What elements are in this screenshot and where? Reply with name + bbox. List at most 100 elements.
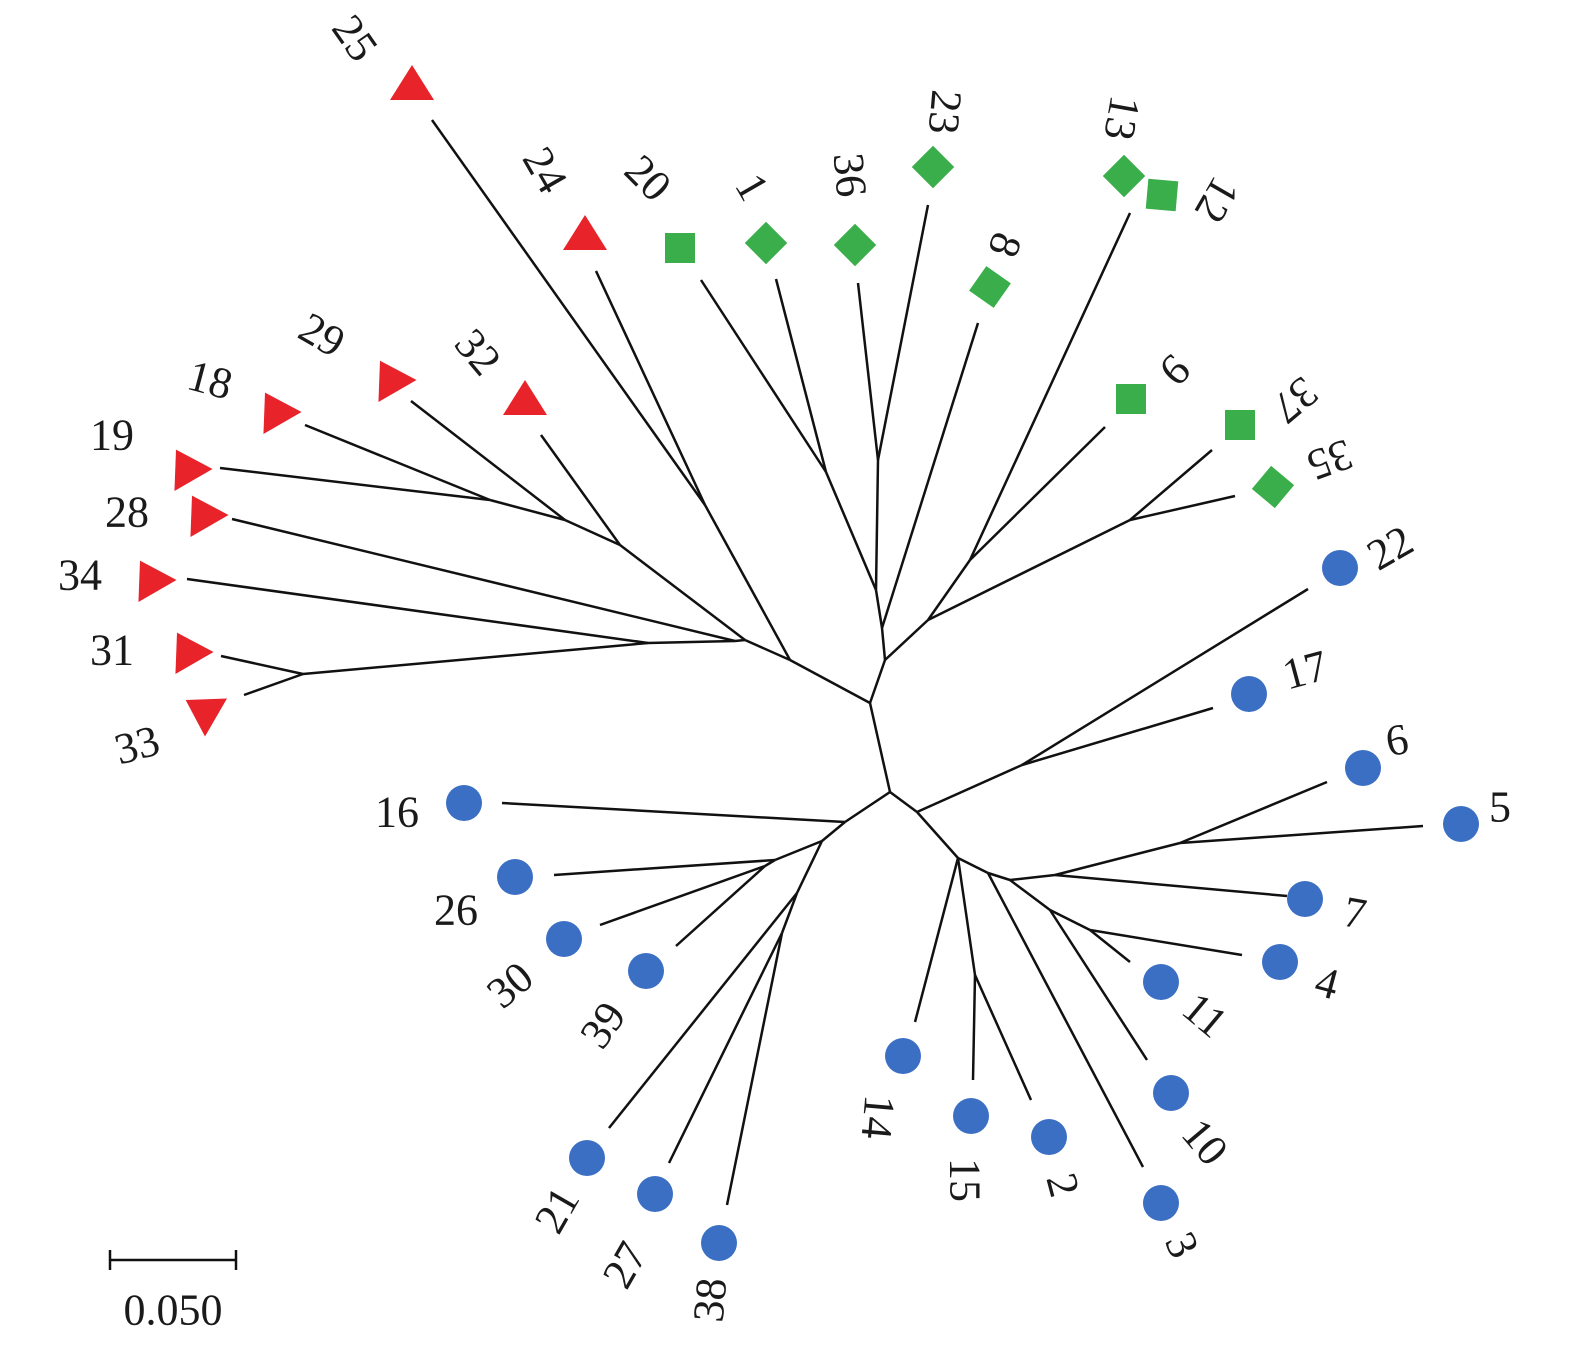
leaf-label-10: 10 — [1172, 1109, 1238, 1174]
leaf-marker-37 — [1225, 410, 1255, 440]
scale-bar-label: 0.050 — [124, 1286, 223, 1335]
leaf-label-37: 37 — [1262, 367, 1327, 433]
branch — [725, 932, 784, 1206]
leaf-label-3: 3 — [1155, 1225, 1209, 1266]
leaf-marker-28 — [190, 495, 229, 537]
branch — [1049, 908, 1091, 932]
branch — [957, 856, 989, 875]
leaf-marker-18 — [263, 392, 302, 434]
leaf-marker-33 — [185, 698, 227, 737]
branch — [795, 840, 824, 894]
branch — [880, 322, 980, 629]
branch — [844, 790, 891, 824]
branch — [594, 270, 707, 506]
branch — [1129, 449, 1213, 521]
leaf-label-20: 20 — [615, 145, 681, 211]
branch — [564, 518, 621, 547]
branch — [619, 544, 746, 641]
leaf-marker-16 — [446, 785, 482, 821]
leaf-marker-4 — [1262, 944, 1298, 980]
leaf-marker-17 — [1231, 676, 1267, 712]
leaf-label-21: 21 — [525, 1179, 589, 1242]
branch — [186, 577, 649, 645]
leaf-label-29: 29 — [291, 303, 354, 367]
branch — [1089, 928, 1243, 957]
branch — [553, 858, 776, 877]
branch — [675, 865, 766, 947]
branch — [1054, 841, 1181, 877]
branch — [926, 559, 972, 621]
leaf-label-24: 24 — [513, 139, 577, 202]
branch — [231, 517, 736, 643]
branch — [1054, 873, 1288, 898]
leaf-label-5: 5 — [1489, 783, 1511, 832]
branch — [868, 702, 892, 793]
leaf-marker-25 — [390, 65, 434, 100]
leaf-marker-2 — [1031, 1119, 1067, 1155]
leaf-label-4: 4 — [1310, 956, 1344, 1009]
branches — [186, 119, 1424, 1206]
branch — [821, 821, 846, 842]
branch — [430, 119, 707, 506]
branch — [302, 641, 649, 676]
leaf-label-25: 25 — [322, 6, 387, 70]
leaf-label-39: 39 — [570, 993, 635, 1057]
leaf-marker-21 — [569, 1140, 605, 1176]
branch — [971, 974, 977, 1081]
branch — [489, 498, 566, 522]
leaf-label-22: 22 — [1359, 516, 1422, 580]
branch — [501, 801, 846, 824]
leaf-label-19: 19 — [90, 411, 134, 460]
leaf-marker-3 — [1143, 1185, 1179, 1221]
leaf-label-38: 38 — [684, 1276, 737, 1324]
branch — [913, 857, 960, 1023]
branch — [1179, 780, 1328, 845]
branch — [876, 204, 930, 461]
branch — [410, 400, 566, 521]
branch — [880, 627, 887, 661]
branch — [856, 282, 880, 461]
branch — [744, 638, 791, 662]
branch — [1021, 587, 1309, 767]
branch — [916, 763, 1023, 814]
branch — [734, 638, 746, 643]
branch — [1129, 494, 1236, 522]
leaf-label-30: 30 — [477, 952, 542, 1018]
leaf-label-32: 32 — [445, 319, 511, 384]
branch — [824, 471, 878, 591]
leaf-marker-13 — [1102, 154, 1146, 198]
leaf-marker-26 — [497, 859, 533, 895]
branch — [916, 811, 959, 859]
leaf-label-18: 18 — [182, 351, 237, 410]
branch — [780, 892, 799, 934]
leaf-marker-11 — [1143, 964, 1179, 1000]
leaf-marker-19 — [174, 449, 213, 491]
leaf-marker-30 — [546, 921, 582, 957]
leaf-marker-8 — [969, 266, 1011, 308]
branch — [956, 857, 977, 976]
leaf-label-11: 11 — [1173, 983, 1237, 1048]
branch — [220, 654, 304, 676]
leaf-marker-24 — [563, 215, 607, 250]
leaf-marker-12 — [1145, 178, 1179, 212]
leaf-label-27: 27 — [593, 1234, 657, 1297]
leaf-marker-10 — [1153, 1075, 1189, 1111]
branch — [874, 589, 884, 629]
leaf-marker-36 — [833, 223, 877, 267]
branch — [973, 974, 1033, 1101]
leaf-label-15: 15 — [941, 1158, 990, 1202]
leaf-marker-14 — [885, 1038, 921, 1074]
leaf-marker-32 — [503, 380, 547, 415]
branch — [789, 658, 871, 705]
leaf-label-1: 1 — [725, 165, 778, 209]
leaf-marker-6 — [1345, 750, 1381, 786]
leaf-label-28: 28 — [105, 488, 149, 537]
branch — [968, 212, 1132, 561]
branch — [1089, 929, 1131, 963]
branch — [243, 672, 304, 697]
leaf-label-8: 8 — [978, 226, 1032, 263]
branch — [986, 872, 1145, 1168]
leaf-label-16: 16 — [375, 788, 419, 837]
leaf-label-35: 35 — [1301, 429, 1359, 490]
